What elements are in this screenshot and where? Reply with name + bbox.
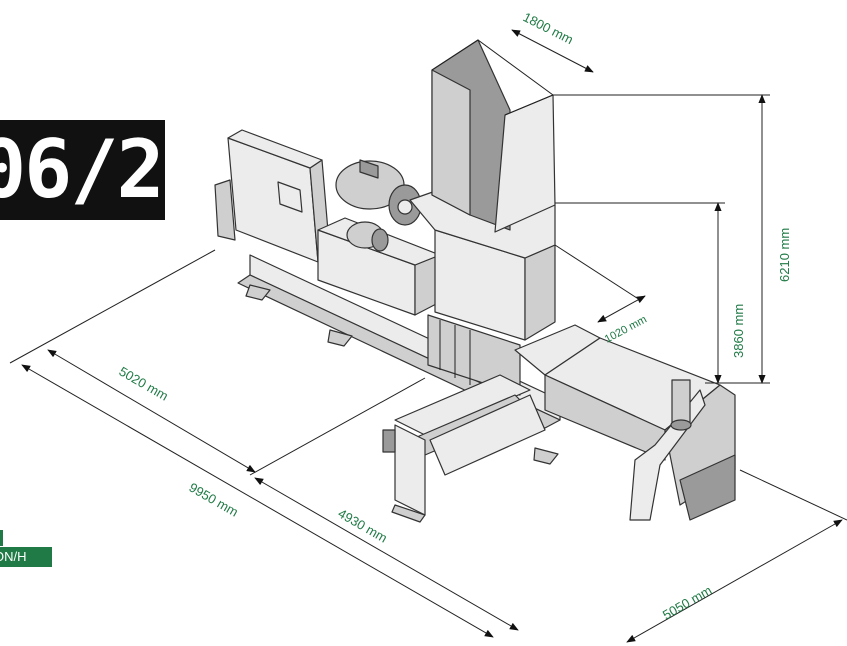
foot-1: [245, 284, 271, 301]
side-ejector-leg: [394, 424, 426, 516]
dim-line-chamber-width: [597, 295, 646, 323]
dim-line-total-width: [626, 519, 843, 643]
model-label: 06/2: [0, 123, 165, 216]
variant-label: ON/H: [0, 549, 27, 564]
foot-3: [533, 447, 559, 465]
ext-right-base: [739, 469, 847, 521]
dim-line-section-a: [47, 349, 256, 473]
tag-accent-bar: [0, 530, 3, 546]
label-chamber-width: 1020 mm: [603, 314, 649, 346]
control-panel-window: [277, 181, 303, 213]
bale-channel-side: [544, 374, 666, 461]
label-total-width: 5050 mm: [660, 583, 714, 623]
dimension-lines: [21, 29, 843, 643]
bale-outlet: [679, 454, 736, 521]
press-chamber: [427, 314, 521, 396]
ext-left-base: [9, 249, 216, 364]
ejector-motor: [382, 429, 396, 453]
foot-2: [327, 329, 353, 347]
label-feed-height: 3860 mm: [731, 304, 746, 358]
label-hopper-width: 1800 mm: [521, 9, 576, 47]
main-motor-hub: [397, 199, 413, 215]
baler-machine: [214, 39, 736, 523]
motor-junction-box: [359, 159, 379, 179]
gate-cylinder: [671, 379, 691, 426]
hopper-left-wall: [431, 69, 471, 216]
aux-motor-end: [371, 228, 389, 252]
label-total-height: 6210 mm: [777, 228, 792, 282]
dim-line-hopper-width: [511, 29, 594, 73]
label-total-length: 9950 mm: [187, 480, 241, 520]
model-badge: 06/2: [0, 120, 165, 220]
label-section-a: 5020 mm: [117, 364, 171, 404]
gate-cylinder-cap: [670, 419, 692, 431]
dim-line-section-b: [254, 477, 519, 631]
control-cabinet-top: [227, 129, 323, 169]
press-body-side: [524, 244, 556, 341]
ext-chamber: [554, 244, 641, 301]
cabinet-back-box: [214, 179, 236, 241]
